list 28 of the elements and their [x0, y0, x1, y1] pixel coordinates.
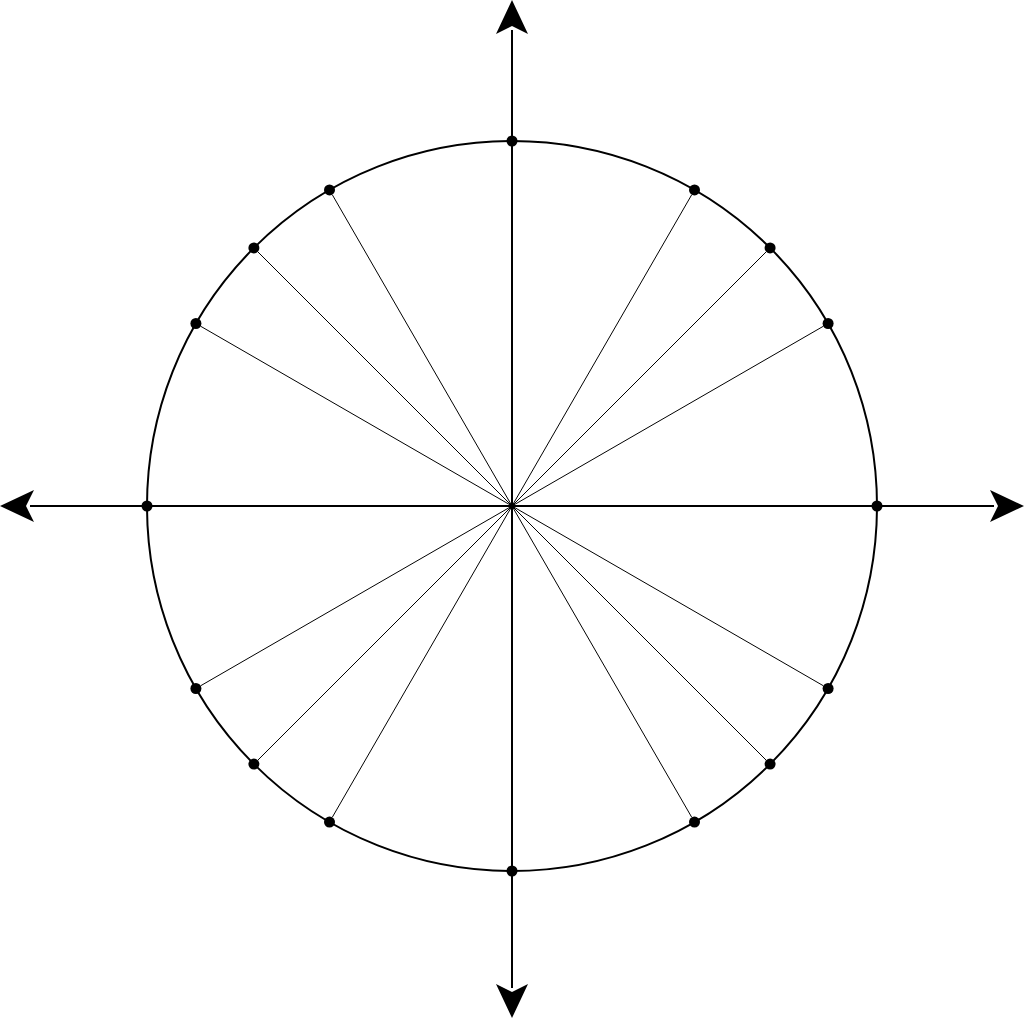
radius-line [511, 325, 824, 507]
radius-line [200, 505, 513, 687]
point-dot [190, 318, 202, 329]
radius-line [257, 505, 513, 761]
point-dot [248, 242, 260, 254]
point-dot [822, 318, 834, 329]
radius-line [257, 251, 513, 507]
radius-line [511, 194, 693, 507]
point-dot [248, 758, 260, 770]
point-dot [141, 500, 153, 512]
radius-line [511, 505, 824, 687]
radius-line [331, 505, 513, 818]
point-dot [190, 683, 202, 694]
point-dot [764, 758, 776, 770]
point-dot [324, 184, 335, 196]
point-dot [822, 683, 834, 694]
radius-line [511, 505, 767, 761]
point-dot [871, 500, 883, 512]
radius-line [511, 251, 767, 507]
radius-line [511, 505, 693, 818]
point-dot [764, 242, 776, 254]
radius-line [331, 194, 513, 507]
point-dot [689, 184, 700, 196]
point-dot [506, 865, 518, 877]
point-dot [506, 135, 518, 147]
radius-line [200, 325, 513, 507]
point-dot [689, 816, 700, 828]
point-dot [324, 816, 335, 828]
